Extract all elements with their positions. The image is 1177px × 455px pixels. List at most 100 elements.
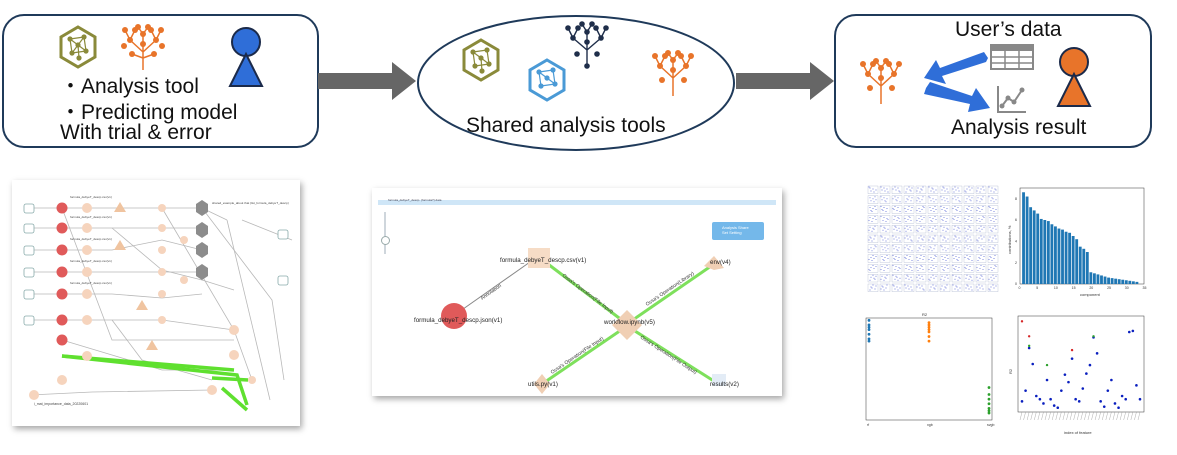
- zoom-slider[interactable]: [384, 212, 386, 254]
- pairplot-point: [921, 199, 923, 201]
- analysis-share-set-button[interactable]: [712, 222, 764, 240]
- bar-xtick-label: 35: [1143, 286, 1147, 290]
- pairplot-point: [945, 260, 947, 262]
- scatter1-point: [927, 328, 931, 331]
- pairplot-point: [905, 277, 907, 279]
- bar-mark: [1110, 278, 1114, 284]
- pairplot-point: [956, 229, 958, 231]
- pairplot-point: [895, 246, 897, 248]
- pairplot-point: [959, 277, 961, 279]
- scatter2-point: [1035, 394, 1038, 398]
- pairplot-point: [952, 208, 954, 210]
- pairplot-point: [892, 264, 894, 266]
- bar-mark: [1025, 196, 1029, 284]
- pairplot-point: [911, 197, 913, 199]
- pairplot-point: [916, 276, 918, 278]
- pairplot-point: [982, 186, 984, 188]
- pairplot-point: [990, 219, 992, 221]
- pairplot-point: [887, 228, 889, 230]
- pairplot-point: [957, 269, 959, 271]
- scatter2-xtick: [1127, 411, 1130, 421]
- scatter2-xtick: [1041, 411, 1044, 421]
- pairplot-point: [870, 257, 872, 259]
- pairplot-point: [923, 226, 925, 228]
- pairplot-point: [874, 225, 876, 227]
- scatter2-xtick: [1062, 411, 1066, 421]
- pairplot-point: [944, 190, 946, 192]
- node-descp-csv[interactable]: [528, 248, 550, 268]
- pairplot-point: [940, 245, 942, 247]
- pairplot-point: [969, 199, 971, 201]
- pairplot-point: [906, 188, 908, 190]
- node-workflow[interactable]: [612, 310, 642, 340]
- zoom-slider-handle[interactable]: [381, 236, 390, 245]
- scatter2-point: [1052, 404, 1056, 407]
- pairplot-point: [941, 265, 943, 267]
- pairplot-point: [919, 211, 921, 213]
- pairplot-point: [883, 289, 885, 291]
- pairplot-point: [945, 240, 947, 242]
- pairplot-point: [982, 268, 984, 270]
- bar-mark: [1046, 221, 1050, 284]
- pairplot-point: [885, 211, 887, 213]
- pairplot-cell: [903, 205, 915, 214]
- pairplot-point: [983, 265, 985, 267]
- pairplot-point: [909, 265, 911, 267]
- pairplot-point: [990, 210, 992, 212]
- pairplot-point: [968, 288, 970, 290]
- pairplot-point: [981, 248, 983, 250]
- pairplot-point: [918, 284, 920, 286]
- pairplot-point: [917, 279, 919, 281]
- scatter2-axes-frame: [1017, 315, 1145, 413]
- pairplot-point: [943, 207, 945, 209]
- node-env[interactable]: [704, 256, 724, 270]
- pairplot-point: [892, 284, 894, 286]
- node-results[interactable]: [712, 374, 726, 386]
- pairplot-cell: [963, 274, 975, 283]
- pairplot-point: [946, 284, 948, 286]
- pairplot-point: [944, 286, 946, 288]
- pairplot-point: [874, 278, 876, 280]
- pairplot-point: [965, 201, 967, 203]
- scatter1-xtick-label: svgb: [987, 423, 994, 427]
- pairplot-point: [982, 249, 984, 251]
- pairplot-point: [966, 208, 968, 210]
- node-input-json[interactable]: [441, 303, 467, 329]
- pairplot-point: [977, 207, 979, 209]
- pairplot-point: [892, 208, 894, 210]
- pairplot-point: [917, 269, 919, 271]
- pairplot-point: [955, 199, 957, 201]
- scatter2-point: [1056, 406, 1060, 410]
- pairplot-cell: [963, 205, 975, 214]
- pairplot-cell: [951, 234, 963, 243]
- pairplot-point: [929, 279, 931, 281]
- pairplot-point: [958, 257, 960, 259]
- node-utils[interactable]: [534, 374, 550, 394]
- pairplot-point: [920, 225, 922, 227]
- pairplot-point: [899, 220, 901, 222]
- dark-tree-network-icon: [565, 21, 609, 69]
- pairplot-point: [932, 198, 934, 200]
- pairplot-point: [910, 239, 912, 241]
- pairplot-point: [928, 278, 930, 280]
- pairplot-point: [988, 186, 990, 188]
- pairplot-point: [880, 268, 882, 270]
- pairplot-point: [881, 246, 883, 248]
- pairplot-point: [896, 229, 898, 231]
- pairplot-point: [940, 278, 942, 280]
- pairplot-point: [943, 236, 945, 238]
- pairplot-point: [923, 216, 925, 218]
- pairplot-point: [898, 217, 900, 219]
- pairplot-point: [893, 228, 895, 230]
- pairplot-point: [995, 199, 997, 201]
- pairplot-point: [944, 210, 946, 212]
- pairplot-point: [896, 239, 898, 241]
- pairplot-point: [992, 208, 994, 210]
- pairplot-point: [969, 226, 971, 228]
- pairplot-point: [964, 247, 966, 249]
- pairplot-point: [993, 201, 995, 203]
- pairplot-point: [898, 227, 900, 229]
- pairplot-cell: [963, 215, 975, 224]
- pairplot-cell: [915, 215, 927, 224]
